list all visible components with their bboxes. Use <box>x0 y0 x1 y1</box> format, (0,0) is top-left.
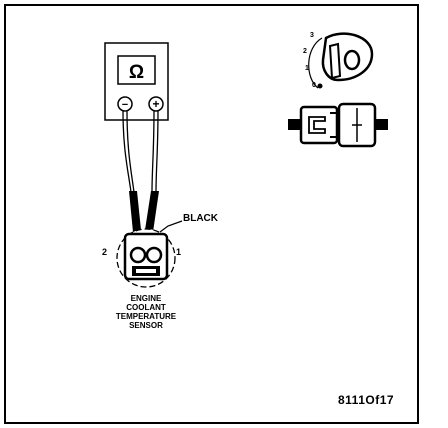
caption-line-4: SENSOR <box>129 321 163 330</box>
right-wire-stub <box>374 119 388 130</box>
negative-lead-wire <box>122 110 132 193</box>
negative-probe <box>129 191 141 232</box>
ignition-key-illustration <box>308 32 374 89</box>
terminal-2 <box>129 246 147 264</box>
figure-border <box>4 4 419 424</box>
terminal-1 <box>145 246 163 264</box>
key-blade <box>328 42 342 80</box>
male-connector-latch <box>308 116 326 134</box>
pin-2-label: 2 <box>102 247 108 257</box>
figure-code: 8111Of17 <box>338 393 395 407</box>
pin-1-label: 1 <box>176 247 182 257</box>
key-pointer-dot <box>317 83 323 89</box>
connector-latch-slot <box>136 269 156 273</box>
component-caption: ENGINE COOLANT TEMPERATURE SENSOR <box>100 294 192 330</box>
positive-probe <box>145 191 159 232</box>
connector-halves-illustration <box>288 102 388 148</box>
wire-color-leader <box>159 220 183 233</box>
ohmmeter: Ω − + <box>104 42 169 121</box>
negative-terminal-sign: − <box>122 99 128 111</box>
wire-color-label: BLACK <box>183 213 218 224</box>
caption-line-3: TEMPERATURE <box>115 312 177 321</box>
negative-terminal <box>117 96 133 112</box>
caption-line-2: COOLANT <box>126 303 166 312</box>
positive-terminal <box>148 96 164 112</box>
key-rotation-arc <box>308 37 323 89</box>
left-wire-stub <box>288 119 302 130</box>
positive-lead-wire-inner <box>155 110 159 193</box>
coolant-temperature-sensor <box>116 228 176 288</box>
negative-lead-wire-inner <box>126 110 135 193</box>
positive-lead-wire <box>151 110 155 193</box>
positive-terminal-sign: + <box>152 97 159 111</box>
caption-line-1: ENGINE <box>130 294 162 303</box>
key-position-1: 1 <box>305 65 309 72</box>
male-connector-pins <box>330 112 337 138</box>
test-leads <box>122 110 159 193</box>
key-position-3: 3 <box>310 32 314 39</box>
key-position-2: 2 <box>303 48 307 55</box>
male-connector <box>299 105 339 145</box>
key-position-0: 0 <box>312 82 316 89</box>
key-hole <box>343 49 361 71</box>
ohmmeter-display <box>117 55 156 85</box>
ohm-symbol: Ω <box>129 62 144 83</box>
